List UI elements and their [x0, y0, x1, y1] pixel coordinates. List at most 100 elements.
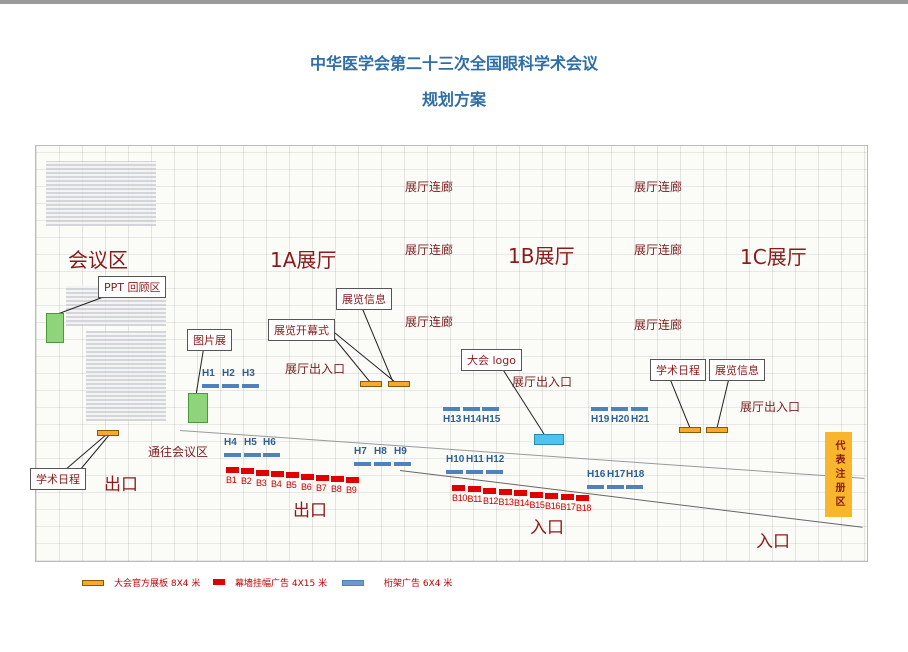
- corridor-label: 展厅连廊: [405, 180, 454, 194]
- truss-ad-H9: [394, 462, 411, 466]
- truss-ad-label: H2: [222, 368, 235, 379]
- truss-ad-label: H21: [631, 414, 650, 425]
- banner-ad-label: B18: [576, 503, 592, 514]
- to-meeting-label: 通往会议区: [148, 445, 209, 459]
- truss-ad-label: H12: [486, 454, 505, 465]
- banner-ad-label: B7: [316, 482, 327, 493]
- seating-block: [86, 331, 166, 421]
- top-border: [0, 0, 908, 4]
- banner-ad-B12: [483, 487, 496, 494]
- opening-ceremony-callout: 展览开幕式: [268, 319, 335, 341]
- banner-ad-B8: [331, 476, 344, 483]
- banner-ad-B9: [346, 477, 359, 484]
- official-board: [388, 381, 410, 387]
- banner-ad-label: B16: [545, 500, 561, 511]
- banner-ad-label: B13: [498, 496, 514, 507]
- page-title: 中华医学会第二十三次全国眼科学术会议: [309, 54, 598, 73]
- truss-ad-label: H14: [463, 414, 482, 425]
- banner-ad-B5: [286, 472, 299, 479]
- truss-ad-H3: [242, 384, 259, 388]
- truss-ad-H16: [587, 485, 604, 489]
- legend-label-board: 大会官方展板 8X4 米: [114, 579, 201, 589]
- official-board: [360, 381, 382, 387]
- banner-ad-label: B11: [467, 494, 483, 505]
- banner-ad-label: B4: [271, 478, 282, 489]
- truss-ad-label: H17: [607, 469, 626, 480]
- truss-ad-H19: [591, 407, 608, 411]
- corridor-label: 展厅连廊: [634, 180, 683, 194]
- page-subtitle: 规划方案: [421, 90, 486, 109]
- banner-ad-B13: [498, 488, 512, 495]
- meeting-area-label: 会议区: [68, 248, 128, 272]
- truss-ad-label: H4: [224, 437, 237, 448]
- hall-entrance-label: 展厅出入口: [285, 362, 346, 376]
- truss-ad-label: H6: [263, 437, 276, 448]
- corridor-label: 展厅连廊: [405, 243, 454, 257]
- truss-ad-H17: [607, 485, 624, 489]
- banner-ad-B6: [301, 473, 314, 480]
- legend-label-banner: 幕墙挂幅广告 4X15 米: [235, 579, 328, 589]
- banner-ad-label: B1: [226, 475, 237, 485]
- banner-ad-label: B6: [301, 481, 312, 492]
- banner-ad-label: B10: [452, 493, 468, 503]
- banner-ad-label: B14: [514, 498, 530, 509]
- truss-ad-H8: [374, 462, 391, 466]
- banner-ad-B10: [452, 485, 465, 491]
- banner-ad-B2: [241, 468, 254, 475]
- banner-ad-B14: [514, 490, 527, 497]
- truss-ad-label: H19: [591, 414, 610, 425]
- truss-ad-label: H10: [446, 454, 465, 465]
- truss-ad-label: H7: [354, 446, 367, 457]
- truss-ad-H6: [263, 453, 280, 457]
- schedule-callout: 学术日程: [650, 359, 706, 381]
- banner-ad-label: B2: [241, 476, 252, 487]
- registration-area: 代表注册区: [825, 432, 852, 517]
- truss-ad-label: H20: [611, 414, 630, 425]
- entrance-label: 入口: [530, 518, 564, 538]
- truss-ad-H21: [631, 407, 648, 411]
- official-board: [97, 430, 119, 436]
- exit-label: 出口: [104, 475, 138, 495]
- truss-ad-H2: [222, 384, 239, 388]
- photo-exhibit-area: [188, 393, 208, 423]
- truss-ad-label: H9: [394, 446, 407, 457]
- banner-ad-label: B15: [529, 499, 545, 510]
- banner-ad-label: B9: [346, 485, 357, 496]
- truss-ad-H15: [482, 407, 499, 411]
- truss-ad-H4: [224, 453, 241, 457]
- photo-exhibit-callout: 图片展: [187, 329, 232, 351]
- truss-ad-H12: [486, 470, 503, 474]
- truss-ad-H13: [443, 407, 460, 411]
- seating-block: [46, 161, 156, 226]
- legend-swatch-truss: [342, 580, 364, 586]
- truss-ad-label: H3: [242, 368, 255, 379]
- official-board: [706, 427, 728, 433]
- hall-entrance-label: 展厅出入口: [740, 400, 801, 414]
- hall-entrance-label: 展厅出入口: [512, 375, 573, 389]
- banner-ad-B4: [271, 470, 284, 477]
- hall-1c-label: 1C展厅: [740, 245, 807, 269]
- banner-ad-B3: [256, 469, 269, 476]
- truss-ad-label: H16: [587, 469, 606, 480]
- logo-display: [534, 434, 564, 445]
- banner-ad-label: B12: [483, 495, 499, 506]
- banner-ad-B7: [316, 474, 329, 481]
- banner-ad-label: B8: [331, 484, 342, 495]
- truss-ad-label: H1: [202, 368, 215, 379]
- truss-ad-H20: [611, 407, 628, 411]
- hall-1a-label: 1A展厅: [270, 248, 337, 272]
- entrance-label: 入口: [756, 532, 790, 552]
- truss-ad-H1: [202, 384, 219, 388]
- banner-ad-B17: [560, 494, 574, 501]
- legend-swatch-banner: [213, 579, 225, 585]
- logo-callout: 大会 logo: [461, 349, 522, 371]
- truss-ad-H14: [463, 407, 480, 411]
- expo-info-callout: 展览信息: [336, 288, 392, 310]
- truss-ad-H10: [446, 470, 463, 474]
- legend-swatch-board: [82, 580, 104, 586]
- exit-label: 出口: [293, 501, 327, 521]
- ppt-review-callout: PPT 回顾区: [98, 276, 167, 298]
- banner-ad-label: B3: [256, 477, 267, 488]
- truss-ad-H5: [244, 453, 261, 457]
